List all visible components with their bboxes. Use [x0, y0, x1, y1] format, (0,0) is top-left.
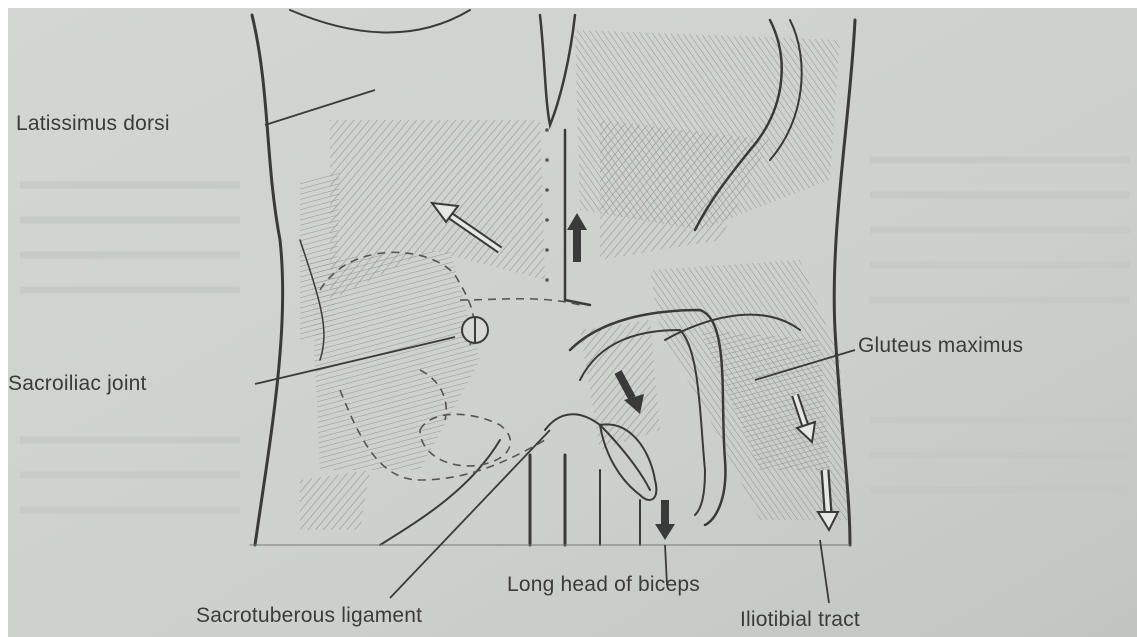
label-sacroiliac-joint: Sacroiliac joint: [8, 372, 147, 396]
label-long-head-of-biceps: Long head of biceps: [507, 573, 700, 597]
paper-background: [8, 8, 1137, 637]
label-sacrotuberous-ligament: Sacrotuberous ligament: [196, 604, 422, 628]
label-latissimus-dorsi: Latissimus dorsi: [16, 112, 170, 136]
sacroiliac-joint-marker: [462, 317, 488, 343]
label-gluteus-maximus: Gluteus maximus: [858, 334, 1023, 358]
label-iliotibial-tract: Iliotibial tract: [740, 608, 860, 632]
